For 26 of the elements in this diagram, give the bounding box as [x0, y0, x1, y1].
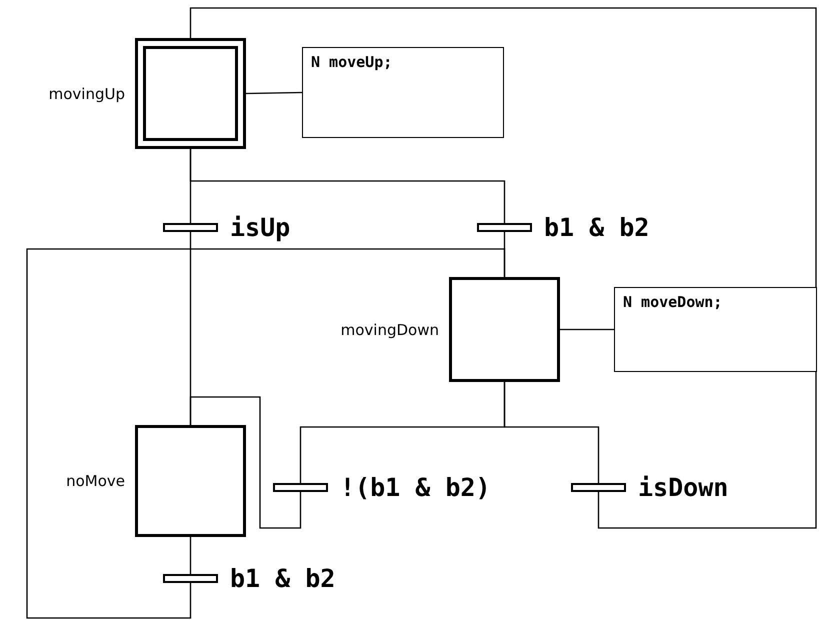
transition-bar: [163, 223, 218, 232]
step-name: movingDown: [340, 320, 439, 338]
transition-bar: [571, 483, 626, 492]
connector-line: [190, 537, 192, 574]
connector-line: [26, 248, 506, 619]
transition-condition: isUp: [230, 213, 290, 242]
connector-line: [504, 382, 600, 483]
transition-condition: b1 & b2: [544, 213, 650, 242]
transition-condition: isDown: [638, 473, 728, 502]
connector-line: [560, 328, 614, 330]
step-name: noMove: [66, 472, 125, 490]
transition-bar: [163, 574, 218, 583]
action-box: N moveDown;: [614, 287, 817, 372]
connector-line: [190, 396, 302, 529]
connector-line: [190, 7, 817, 529]
connector-line: [190, 149, 506, 223]
action-box: N moveUp;: [302, 47, 504, 138]
step-name: movingUp: [48, 84, 125, 102]
initial-step-box: [135, 38, 246, 149]
transition-condition: b1 & b2: [230, 564, 336, 593]
connector-line: [246, 92, 302, 94]
transition-bar: [477, 223, 532, 232]
transition-condition: !(b1 & b2): [340, 473, 491, 502]
step-box: [449, 277, 560, 382]
step-box: [135, 425, 246, 537]
transition-bar: [273, 483, 328, 492]
